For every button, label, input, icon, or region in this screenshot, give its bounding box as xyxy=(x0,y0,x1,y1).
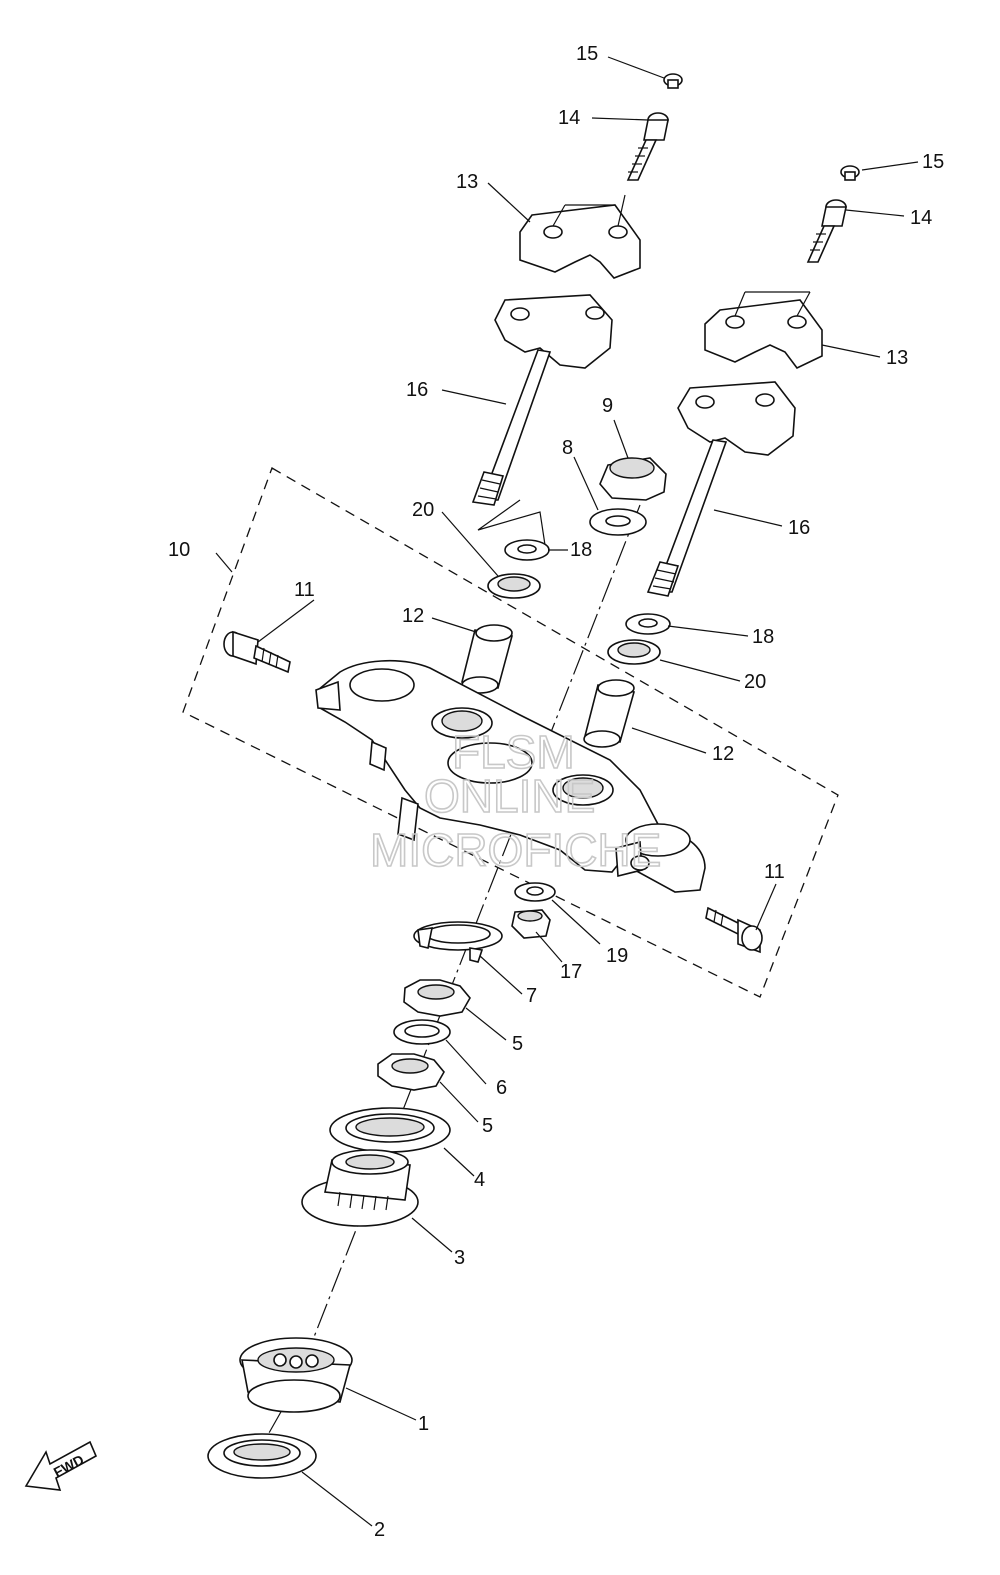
callout-20-left: 20 xyxy=(412,499,434,521)
ring-nut-5-upper xyxy=(403,979,471,1017)
seal-20-left xyxy=(487,573,541,599)
callout-9: 9 xyxy=(602,395,613,417)
callout-18-right: 18 xyxy=(752,626,774,648)
right-holder-group xyxy=(646,165,860,597)
callouts: 15 14 13 16 9 8 20 18 10 11 12 15 14 13 … xyxy=(168,43,944,1541)
bolt-14-left xyxy=(626,112,669,181)
washer-18-left xyxy=(504,539,550,561)
break-line xyxy=(477,499,546,546)
lower-holder-16-right xyxy=(646,381,796,597)
svg-text:MICROFICHE: MICROFICHE xyxy=(370,824,661,876)
upper-bracket xyxy=(315,659,706,893)
bushing-12-left xyxy=(461,624,514,694)
callout-3: 3 xyxy=(454,1247,465,1269)
callout-20-right: 20 xyxy=(744,671,766,693)
callout-5-upper: 5 xyxy=(512,1033,523,1055)
assembly-boundary-10 xyxy=(182,467,839,998)
nut-17 xyxy=(511,909,551,939)
callout-14-left: 14 xyxy=(558,107,580,129)
callout-13-right: 13 xyxy=(886,347,908,369)
callout-12-left: 12 xyxy=(402,605,424,627)
callout-8: 8 xyxy=(562,437,573,459)
bolt-11-left xyxy=(223,630,291,674)
callout-5-lower: 5 xyxy=(482,1115,493,1137)
callout-17: 17 xyxy=(560,961,582,983)
callout-7: 7 xyxy=(526,985,537,1007)
callout-13-left: 13 xyxy=(456,171,478,193)
left-holder-group xyxy=(471,73,683,546)
svg-text:ONLINE: ONLINE xyxy=(424,770,595,822)
lower-holder-16-left xyxy=(471,294,613,506)
fwd-arrow-icon: FWD xyxy=(24,1440,98,1491)
callout-4: 4 xyxy=(474,1169,485,1191)
washer-8 xyxy=(589,508,647,536)
bearing-1 xyxy=(239,1337,353,1413)
callout-15-left: 15 xyxy=(576,43,598,65)
ring-nut-5-lower xyxy=(377,1053,445,1091)
callout-14-right: 14 xyxy=(910,207,932,229)
callout-16-right: 16 xyxy=(788,517,810,539)
callout-16-left: 16 xyxy=(406,379,428,401)
callout-11-left: 11 xyxy=(294,579,315,601)
seal-2 xyxy=(207,1433,317,1479)
callout-10: 10 xyxy=(168,539,190,561)
bolt-11-right xyxy=(705,906,763,954)
washer-18-right xyxy=(625,613,671,635)
bearing-3 xyxy=(301,1149,419,1227)
watermark: FLSM ONLINE MICROFICHE xyxy=(369,725,662,877)
callout-12-right: 12 xyxy=(712,743,734,765)
lock-washer-7 xyxy=(413,921,503,963)
callout-19: 19 xyxy=(606,945,628,967)
callout-15-right: 15 xyxy=(922,151,944,173)
nut-9 xyxy=(599,457,667,501)
upper-holder-13-left xyxy=(519,194,641,279)
callout-6: 6 xyxy=(496,1077,507,1099)
washer-6 xyxy=(393,1019,451,1045)
callout-18-left: 18 xyxy=(570,539,592,561)
washer-19 xyxy=(514,882,556,902)
callout-1: 1 xyxy=(418,1413,429,1435)
svg-text:FLSM: FLSM xyxy=(452,726,575,778)
upper-holder-13-right xyxy=(704,291,823,370)
bolt-14-right xyxy=(806,199,847,263)
leader-lines xyxy=(215,56,919,1527)
callout-11-right: 11 xyxy=(764,861,785,883)
dust-seal-4 xyxy=(329,1107,451,1153)
bushing-12-right xyxy=(583,679,636,748)
lower-axis-line xyxy=(264,1409,283,1441)
seal-20-right xyxy=(607,639,661,665)
callout-2: 2 xyxy=(374,1519,385,1541)
